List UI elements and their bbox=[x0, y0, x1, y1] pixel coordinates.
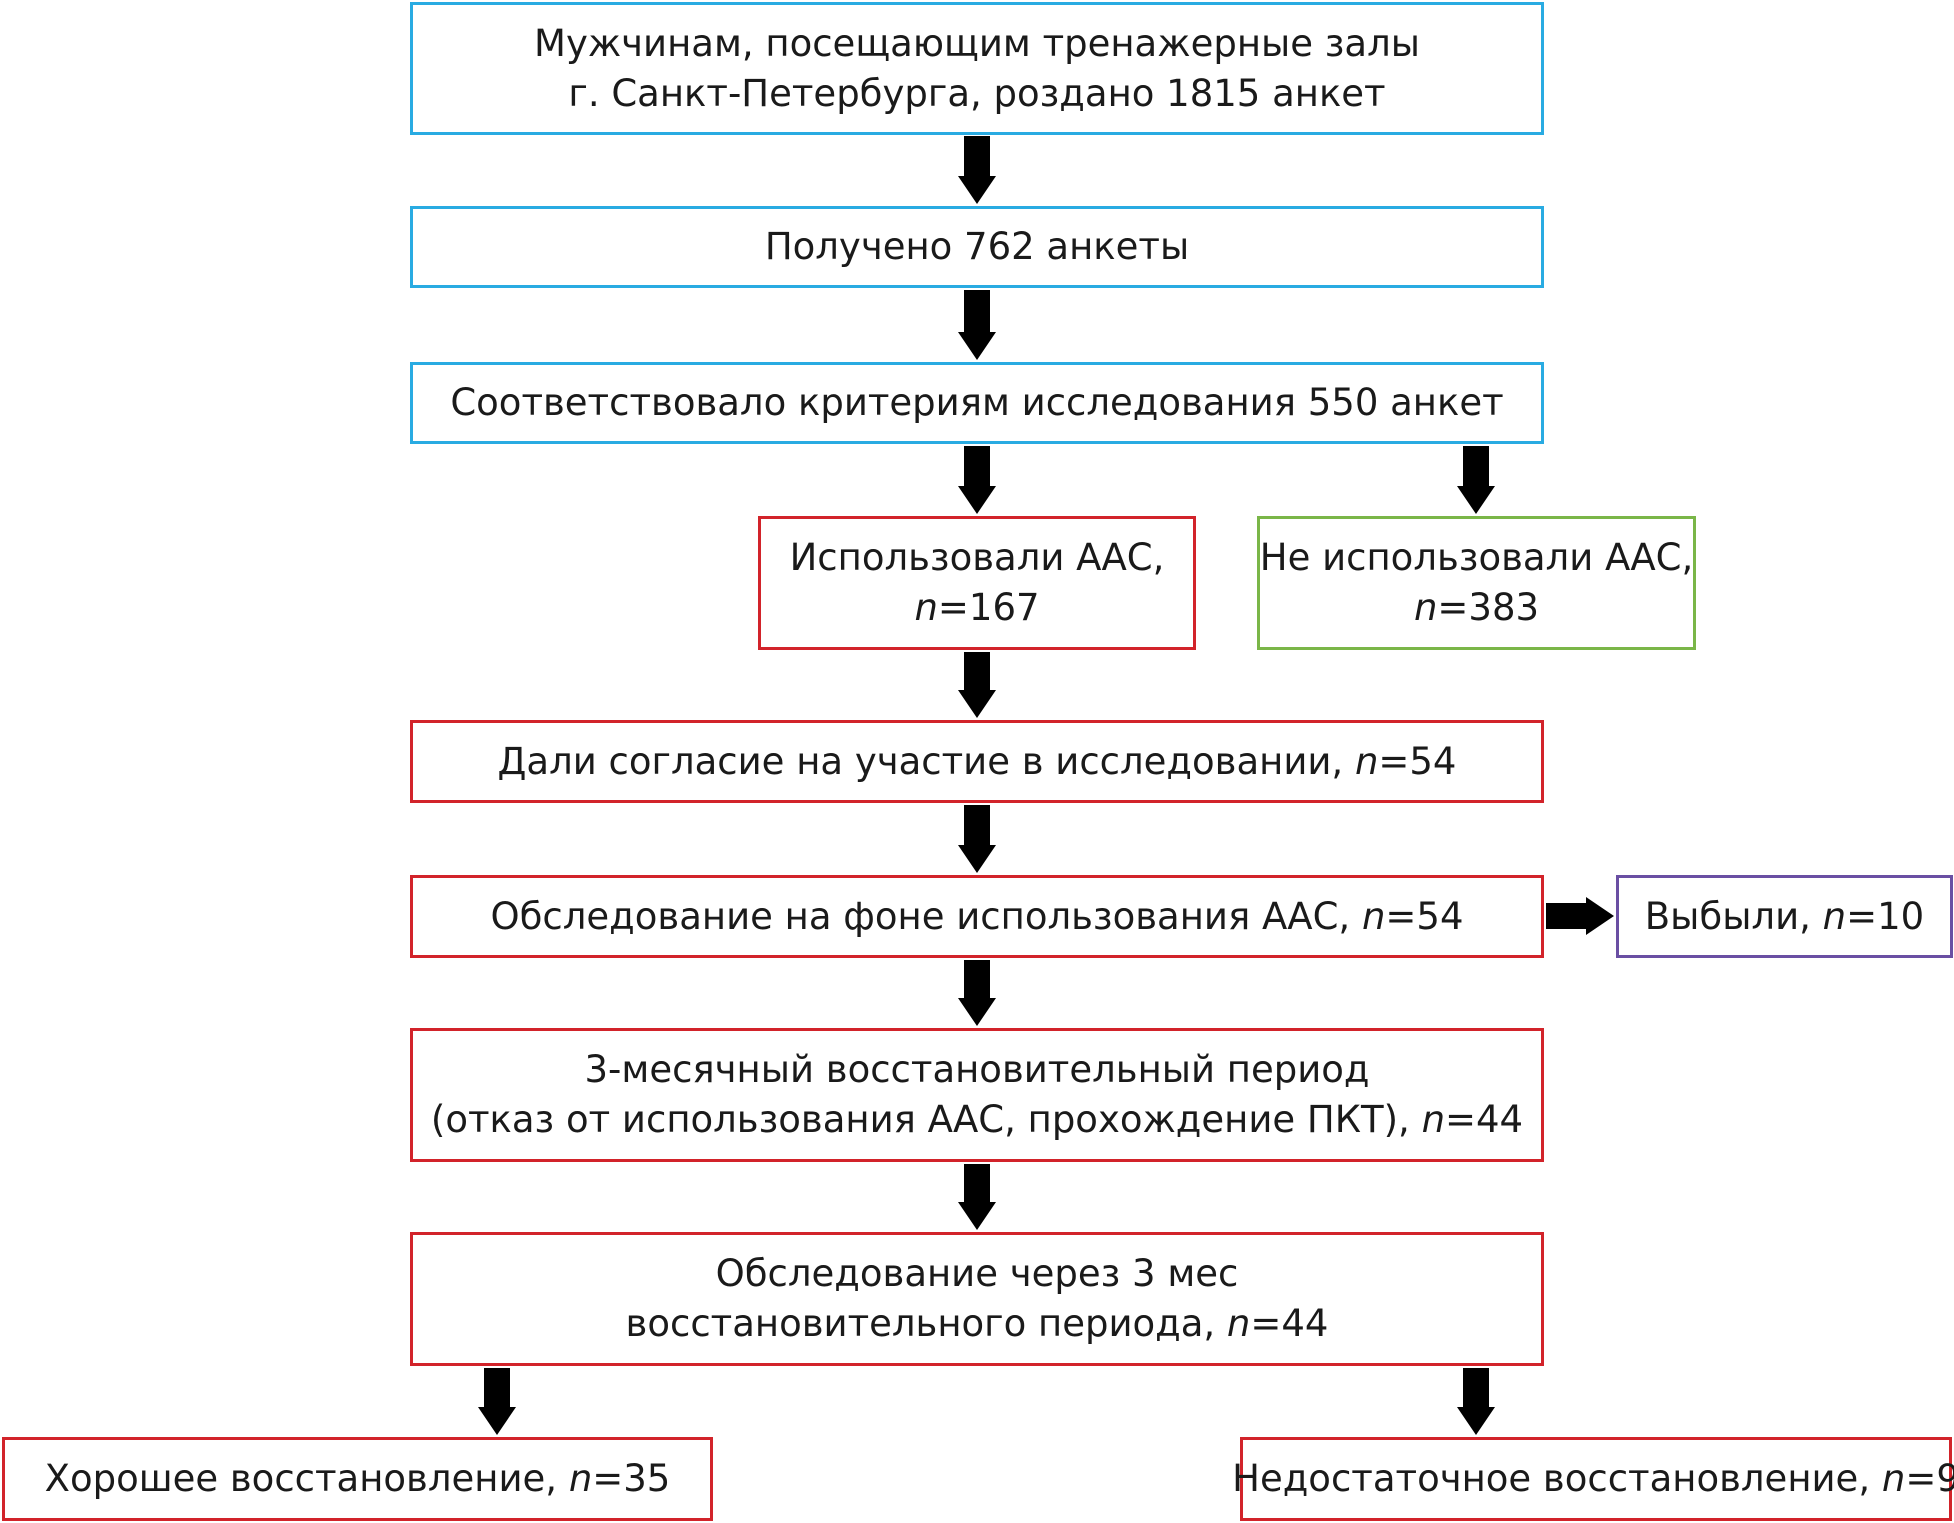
arrow-right-dropout bbox=[1546, 897, 1614, 935]
node-text: Дали согласие на участие в исследовании, bbox=[497, 739, 1355, 783]
node-text: восстановительного периода, bbox=[625, 1302, 1227, 1345]
node-line: Использовали ААС, bbox=[789, 536, 1165, 579]
arrow-down-3b bbox=[1457, 446, 1495, 514]
arrow-down-7 bbox=[958, 1164, 996, 1230]
n-symbol: n bbox=[1421, 1098, 1446, 1141]
node-line: Обследование через 3 мес bbox=[715, 1252, 1239, 1295]
n-value: =167 bbox=[937, 586, 1040, 629]
node-poor-recovery: Недостаточное восстановление, n=9 bbox=[1232, 1437, 1954, 1521]
node-text: (отказ от использования ААС, прохождение… bbox=[430, 1098, 1422, 1141]
arrow-down-3a bbox=[958, 446, 996, 514]
node-line: г. Санкт-Петербурга, роздано 1815 анкет bbox=[568, 71, 1386, 115]
node-line: n=167 bbox=[914, 583, 1039, 633]
arrow-down-4 bbox=[958, 652, 996, 718]
n-value: =383 bbox=[1437, 586, 1540, 629]
n-value: =35 bbox=[592, 1457, 671, 1500]
arrow-down-2 bbox=[958, 290, 996, 360]
arrow-down-1 bbox=[958, 136, 996, 204]
node-questionnaires-distributed: Мужчинам, посещающим тренажерные залы г.… bbox=[410, 2, 1544, 135]
node-line: 3-месячный восстановительный период bbox=[584, 1048, 1370, 1091]
node-questionnaires-received: Получено 762 анкеты bbox=[410, 206, 1544, 288]
node-line: Недостаточное восстановление, n=9 bbox=[1232, 1454, 1954, 1504]
n-value: =44 bbox=[1445, 1098, 1524, 1141]
arrow-down-6 bbox=[958, 960, 996, 1026]
n-value: =10 bbox=[1846, 894, 1925, 938]
n-symbol: n bbox=[568, 1457, 593, 1500]
n-symbol: n bbox=[1361, 894, 1386, 938]
node-line: Обследование на фоне использования ААС, … bbox=[490, 892, 1463, 942]
n-symbol: n bbox=[914, 586, 938, 629]
node-text: Хорошее восстановление, bbox=[44, 1457, 569, 1500]
node-line: восстановительного периода, n=44 bbox=[626, 1299, 1329, 1349]
node-line: Мужчинам, посещающим тренажерные залы bbox=[534, 21, 1420, 65]
node-examined-on-aas: Обследование на фоне использования ААС, … bbox=[410, 875, 1544, 958]
node-line: Соответствовало критериям исследования 5… bbox=[450, 381, 1504, 424]
arrow-down-8b bbox=[1457, 1368, 1495, 1435]
node-eligible: Соответствовало критериям исследования 5… bbox=[410, 362, 1544, 444]
node-line: n=383 bbox=[1414, 583, 1539, 633]
n-symbol: n bbox=[1226, 1302, 1251, 1345]
n-value: =54 bbox=[1385, 894, 1464, 938]
node-line: Хорошее восстановление, n=35 bbox=[45, 1454, 671, 1504]
node-dropped-out: Выбыли, n=10 bbox=[1616, 875, 1953, 958]
node-line: (отказ от использования ААС, прохождение… bbox=[431, 1095, 1523, 1145]
node-line: Дали согласие на участие в исследовании,… bbox=[498, 737, 1457, 787]
node-consented: Дали согласие на участие в исследовании,… bbox=[410, 720, 1544, 803]
node-line: Не использовали ААС, bbox=[1259, 536, 1694, 579]
node-text: Выбыли, bbox=[1644, 894, 1823, 938]
node-text: Недостаточное восстановление, bbox=[1232, 1457, 1882, 1500]
node-good-recovery: Хорошее восстановление, n=35 bbox=[2, 1437, 713, 1521]
node-line: Выбыли, n=10 bbox=[1645, 892, 1924, 942]
node-used-aas: Использовали ААС, n=167 bbox=[758, 516, 1196, 650]
n-symbol: n bbox=[1413, 586, 1438, 629]
node-recovery-period: 3-месячный восстановительный период (отк… bbox=[410, 1028, 1544, 1162]
n-symbol: n bbox=[1822, 894, 1847, 938]
node-text: Обследование на фоне использования ААС, bbox=[490, 894, 1362, 938]
n-symbol: n bbox=[1881, 1457, 1906, 1500]
n-value: =44 bbox=[1250, 1302, 1329, 1345]
n-symbol: n bbox=[1354, 739, 1379, 783]
node-examined-after-recovery: Обследование через 3 мес восстановительн… bbox=[410, 1232, 1544, 1366]
node-line: Получено 762 анкеты bbox=[764, 225, 1190, 268]
n-value: =9 bbox=[1905, 1457, 1954, 1500]
arrow-down-5 bbox=[958, 805, 996, 873]
n-value: =54 bbox=[1378, 739, 1457, 783]
node-not-used-aas: Не использовали ААС, n=383 bbox=[1257, 516, 1696, 650]
arrow-down-8a bbox=[478, 1368, 516, 1435]
